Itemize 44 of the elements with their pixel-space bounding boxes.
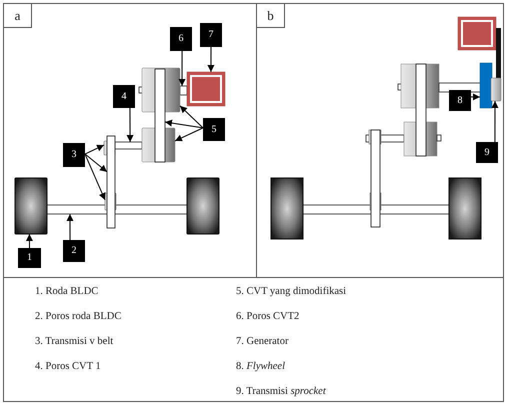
leader-line	[84, 144, 104, 155]
generator	[186, 72, 226, 106]
wheel	[14, 178, 48, 234]
leader-line	[66, 214, 74, 240]
callout-number: 9	[476, 142, 498, 163]
key-item: 9. Transmisi sprocket	[236, 386, 326, 398]
panel-label: a	[4, 4, 32, 28]
flywheel	[480, 62, 492, 108]
callout-number: 1	[18, 248, 41, 268]
leader-line	[207, 46, 214, 72]
cvt-belt	[154, 68, 166, 162]
callout-number: 4	[113, 85, 135, 108]
callout-number: 7	[200, 23, 222, 47]
key-item: 1. Roda BLDC	[35, 286, 98, 298]
key-item: 7. Generator	[236, 336, 288, 348]
wheel	[186, 178, 220, 234]
callout-number: 5	[203, 118, 225, 141]
callout-number: 8	[449, 90, 471, 111]
key-item: 2. Poros roda BLDC	[35, 311, 122, 323]
leader-line	[164, 120, 204, 128]
callout-number: 6	[170, 27, 192, 51]
leader-line	[26, 234, 33, 248]
callout-number: 3	[63, 143, 85, 167]
axle	[46, 204, 188, 214]
drawing-panel	[256, 3, 504, 278]
v-belt	[106, 136, 116, 228]
shaft	[114, 142, 142, 150]
leader-line	[84, 154, 106, 200]
leader-line	[126, 108, 134, 142]
callout-number: 2	[63, 240, 85, 262]
panel-label: b	[257, 4, 285, 28]
leader-line	[470, 93, 480, 100]
leader-line	[174, 127, 204, 142]
key-item: 4. Poros CVT 1	[35, 361, 101, 373]
key-item: 5. CVT yang dimodifikasi	[236, 286, 346, 298]
key-item: 8. Flywheel	[236, 361, 285, 373]
leader-line	[491, 100, 498, 142]
leader-line	[84, 154, 108, 172]
key-item: 3. Transmisi v belt	[35, 336, 114, 348]
leader-line	[180, 105, 204, 128]
key-item: 6. Poros CVT2	[236, 311, 300, 323]
drawing-panel	[3, 3, 257, 278]
sprocket	[490, 78, 502, 102]
leader-line	[178, 50, 186, 86]
